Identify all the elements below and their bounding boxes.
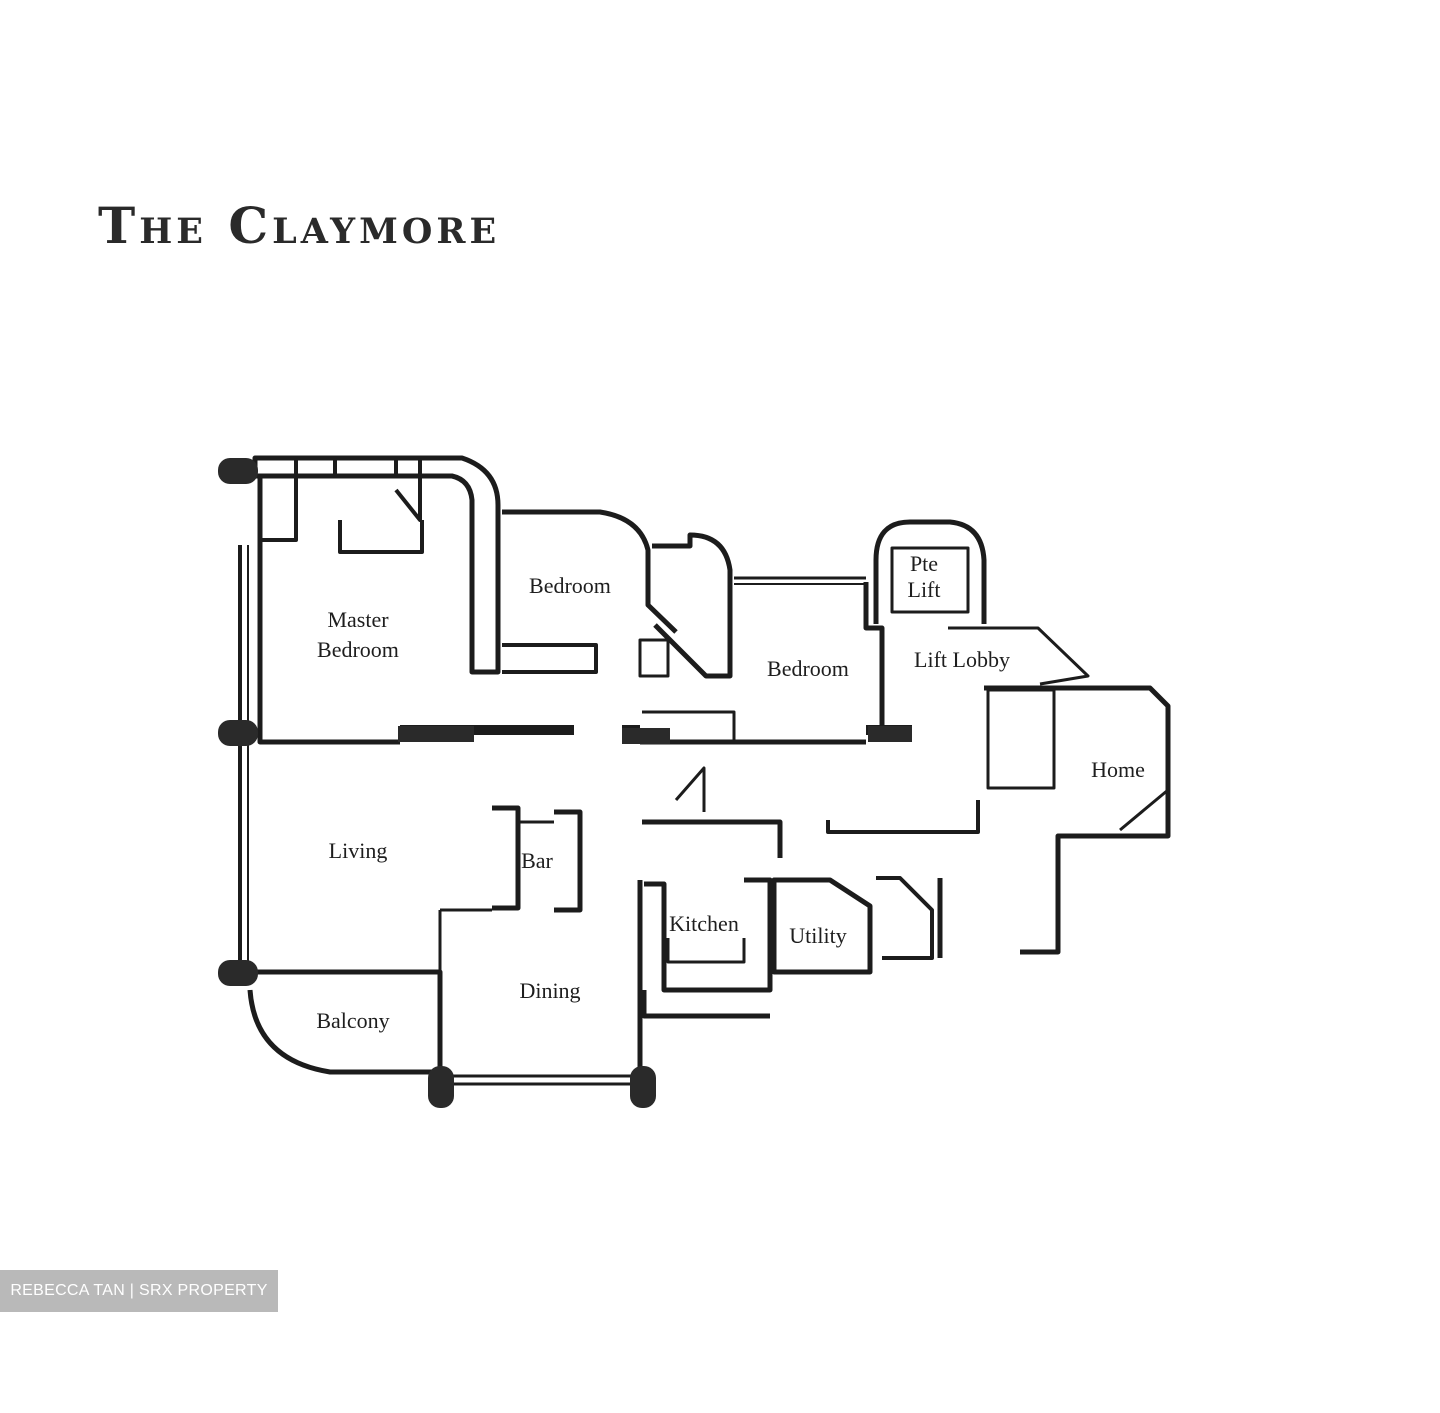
room-label-kitchen: Kitchen: [669, 911, 739, 936]
bath-fixture: [638, 638, 670, 678]
corridor-wall-utility: [826, 800, 980, 834]
column: [428, 1066, 454, 1108]
dining-window: [452, 1074, 632, 1086]
bedroom-2-wardrobe: [642, 710, 736, 742]
pte-lift-car: [890, 546, 970, 614]
column: [622, 728, 670, 744]
room-label-master-bedroom-line1: Master: [327, 607, 389, 632]
corridor-wall-kitchen: [642, 819, 783, 858]
home-closet: [986, 688, 1056, 790]
room-label-balcony: Balcony: [316, 1008, 389, 1033]
room-label-master-bedroom-line2: Bedroom: [317, 637, 399, 662]
bedroom-2-wall-right: [863, 582, 885, 730]
bath-wall: [652, 532, 733, 679]
walls: [238, 455, 1171, 1086]
master-ensuite-wall: [260, 458, 298, 542]
utility-wall: [771, 877, 873, 975]
master-bedroom-wall-left: [257, 476, 400, 745]
room-label-home: Home: [1091, 757, 1145, 782]
pte-lift-shaft: [873, 519, 987, 624]
room-label-bedroom: Bedroom: [529, 573, 611, 598]
lift-lobby-wall: [948, 626, 1090, 686]
bar-wall-right: [554, 809, 583, 913]
bedroom-1-wardrobe: [502, 643, 598, 674]
watermark-credit: REBECCA TAN | SRX PROPERTY: [0, 1270, 278, 1312]
kitchen-counter: [666, 938, 746, 964]
column: [630, 1066, 656, 1108]
master-wardrobe-walls: [333, 458, 422, 522]
master-bedroom-wall-top: [252, 455, 501, 675]
column: [398, 726, 474, 742]
balcony-wall: [247, 969, 443, 1075]
home-door: [1119, 788, 1169, 832]
home-wall: [984, 685, 1171, 955]
column: [868, 726, 912, 742]
column: [218, 960, 258, 986]
floorplan-title: The Claymore: [98, 196, 501, 255]
room-label-dining: Dining: [519, 978, 580, 1003]
column: [218, 720, 258, 746]
master-wardrobe-bottom: [338, 520, 424, 554]
room-label-living: Living: [329, 838, 388, 863]
structural-columns: [218, 458, 912, 1108]
room-label-bedroom: Bedroom: [767, 656, 849, 681]
kitchen-wall: [641, 877, 773, 1019]
bar-wall-left: [492, 805, 521, 911]
room-label-lift-lobby: Lift Lobby: [914, 647, 1010, 672]
corridor-door: [674, 766, 706, 812]
room-label-bar: Bar: [521, 848, 553, 873]
dining-wall-left: [438, 908, 492, 1072]
column: [218, 458, 258, 484]
room-label-pte-lift-line1: Pte: [910, 551, 938, 576]
room-label-utility: Utility: [789, 923, 846, 948]
room-label-pte-lift-line2: Lift: [908, 577, 941, 602]
bedroom-1-wall: [502, 509, 678, 634]
service-wc-wall: [876, 876, 934, 960]
